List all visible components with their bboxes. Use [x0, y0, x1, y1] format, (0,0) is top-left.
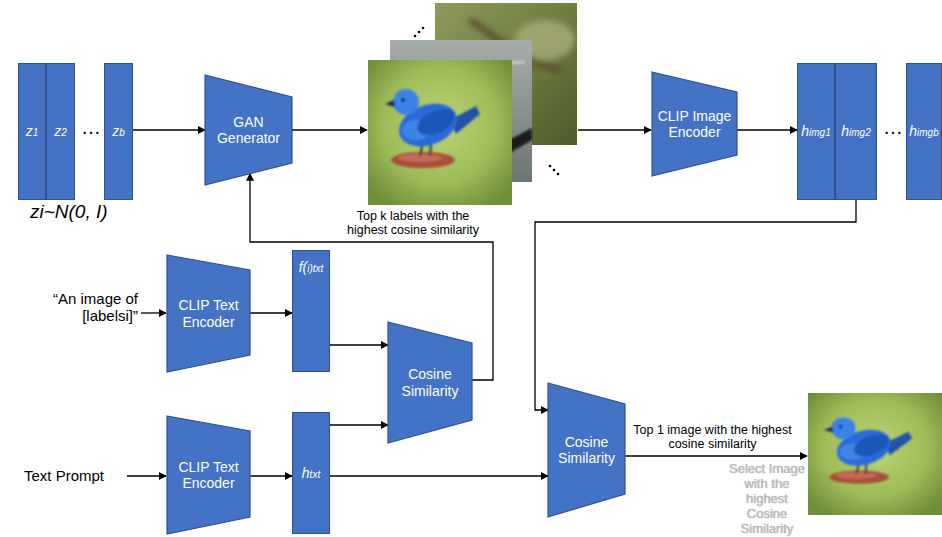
- node-label: CLIP Text Encoder: [171, 459, 246, 491]
- generated-image-stack: [368, 3, 577, 205]
- flow-connector: [330, 424, 388, 425]
- edge-label-holder: Top k labels with the highest cosine sim…: [336, 209, 490, 238]
- flow-connector: [250, 312, 292, 313]
- output-note: Top 1 image with the highest cosine simi…: [630, 423, 795, 452]
- node-label: z1: [26, 123, 39, 139]
- embedding-vector: himg2: [835, 63, 877, 200]
- node-label: himg1: [801, 123, 830, 139]
- generator-block: GAN Generator: [205, 75, 292, 185]
- similarity-block: Cosine Similarity: [548, 383, 625, 517]
- encoder-block: CLIP Text Encoder: [167, 255, 250, 372]
- label-holder: …: [77, 116, 105, 139]
- flow-connector: [535, 200, 856, 410]
- trapezoid-shape: [652, 72, 737, 176]
- label-holder: …: [879, 116, 907, 139]
- latent-vector: z1: [18, 63, 46, 200]
- label-holder: “An image of [labelsi]”: [16, 290, 138, 325]
- trapezoid-shape: [388, 322, 472, 443]
- prompt-template: “An image of [labelsi]”: [16, 290, 138, 325]
- embedding-vector: himgb: [906, 63, 942, 200]
- distribution-note: zi~N(0, I): [30, 201, 150, 223]
- embedding-vector: f(i)txt: [292, 250, 330, 372]
- node-label: CLIP Image Encoder: [656, 108, 733, 140]
- embedding-vector: himg1: [797, 63, 835, 200]
- embedding-vector: htxt: [292, 412, 330, 534]
- node-label: CLIP Text Encoder: [171, 297, 246, 329]
- faded-note: Select Image with the highest Cosine Sim…: [729, 462, 805, 537]
- edge-label: Top k labels with the highest cosine sim…: [336, 209, 490, 238]
- flow-connector: [133, 129, 205, 130]
- node-label: zb: [112, 123, 125, 139]
- node-label: htxt: [302, 465, 320, 481]
- latent-vector: z2: [46, 63, 75, 200]
- trapezoid-shape: [205, 75, 292, 185]
- selected-image: [808, 393, 942, 515]
- flow-arrow: [578, 129, 651, 130]
- label-holder: zi~N(0, I): [30, 201, 150, 223]
- node-label: himgb: [909, 123, 938, 139]
- label-holder: Top 1 image with the highest cosine simi…: [630, 423, 795, 452]
- node-label: Cosine Similarity: [392, 366, 468, 398]
- trapezoid-shape: [167, 416, 250, 534]
- ellipsis-mark: …: [77, 116, 105, 139]
- ellipsis-mark: …: [879, 116, 907, 139]
- label-holder: Text Prompt: [24, 467, 124, 484]
- encoder-block: CLIP Image Encoder: [652, 72, 737, 176]
- node-label: himg2: [841, 123, 870, 139]
- input-arrow: [141, 312, 166, 313]
- node-label: Cosine Similarity: [552, 434, 621, 466]
- flow-connector: [330, 344, 388, 345]
- output-arrow: [625, 455, 807, 456]
- input-label: Text Prompt: [24, 467, 124, 484]
- trapezoid-shape: [167, 255, 250, 372]
- flow-arrow: [292, 129, 367, 130]
- label-holder: Select Image with the highest Cosine Sim…: [729, 462, 805, 537]
- node-label: GAN Generator: [209, 114, 288, 146]
- latent-vector: zb: [104, 63, 133, 200]
- trapezoid-shape: [548, 383, 625, 517]
- flow-connector: [250, 475, 292, 476]
- input-arrow: [127, 475, 166, 476]
- node-label: f(i)txt: [299, 259, 324, 275]
- flow-connector: [330, 475, 548, 476]
- similarity-block: Cosine Similarity: [388, 322, 472, 443]
- flow-connector: [737, 129, 797, 130]
- encoder-block: CLIP Text Encoder: [167, 416, 250, 534]
- node-label: z2: [54, 123, 67, 139]
